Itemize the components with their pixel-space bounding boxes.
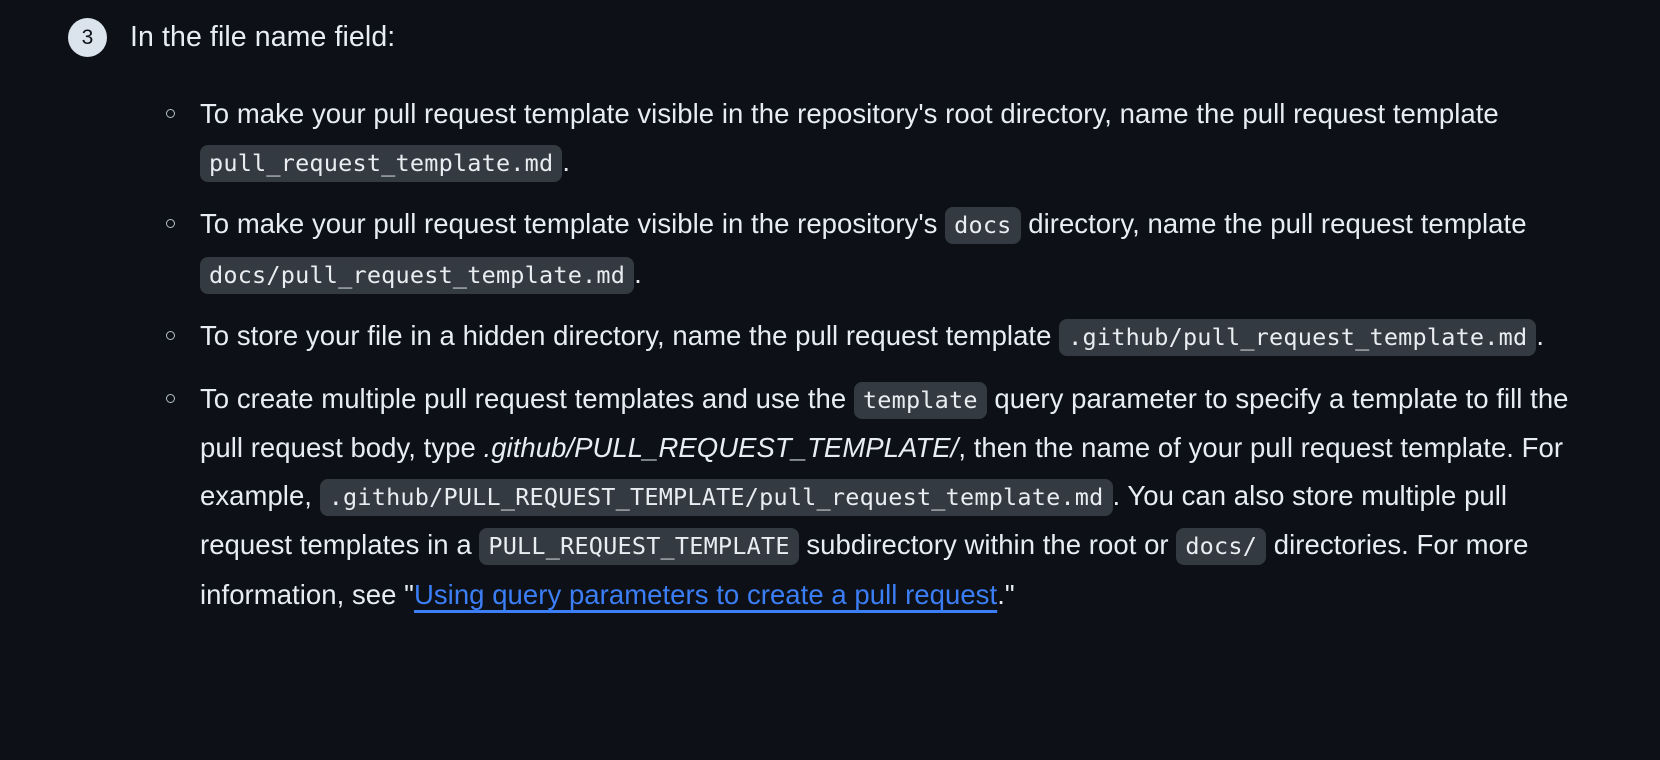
inline-code: PULL_REQUEST_TEMPLATE <box>479 528 799 565</box>
text-run: subdirectory within the root or <box>798 529 1177 560</box>
text-run: directory, name the pull request templat… <box>1020 208 1527 239</box>
text-run: directories. For more information, see " <box>200 529 1529 610</box>
inline-code: docs <box>945 207 1021 244</box>
list-item: To store your file in a hidden directory… <box>0 312 1660 362</box>
text-run: To make your pull request template visib… <box>200 98 1499 129</box>
step-number-badge: 3 <box>68 18 107 57</box>
inline-code: template <box>853 381 987 419</box>
step-header: 3 In the file name field: <box>0 14 1660 61</box>
inline-code: docs/pull_request_template.md <box>200 256 635 294</box>
list-item: To create multiple pull request template… <box>0 375 1660 619</box>
text-run: . <box>562 145 571 177</box>
inline-code: .github/pull_request_template.md <box>1059 319 1537 356</box>
list-item: To make your pull request template visib… <box>0 200 1660 299</box>
italic-path: .github/PULL_REQUEST_TEMPLATE/ <box>483 432 959 463</box>
text-run: ." <box>997 578 1015 610</box>
inline-code: .github/PULL_REQUEST_TEMPLATE/pull_reque… <box>319 478 1113 516</box>
file-name-options-list: To make your pull request template visib… <box>0 90 1660 618</box>
text-run: To make your pull request template visib… <box>200 208 946 239</box>
text-run: . <box>1536 320 1545 351</box>
inline-code: docs/ <box>1176 528 1267 565</box>
doc-link[interactable]: Using query parameters to create a pull … <box>413 578 998 610</box>
text-run: , then the name of your pull request tem… <box>200 432 1564 511</box>
step-title: In the file name field: <box>130 21 396 53</box>
text-run: To store your file in a hidden directory… <box>200 320 1060 351</box>
text-run: To create multiple pull request template… <box>200 382 854 414</box>
inline-code: pull_request_template.md <box>200 144 563 182</box>
list-item: To make your pull request template visib… <box>0 90 1660 187</box>
text-run: . You can also store multiple pull reque… <box>200 479 1508 561</box>
text-run: . <box>634 257 642 289</box>
text-run: query parameter to specify a template to… <box>200 382 1569 464</box>
